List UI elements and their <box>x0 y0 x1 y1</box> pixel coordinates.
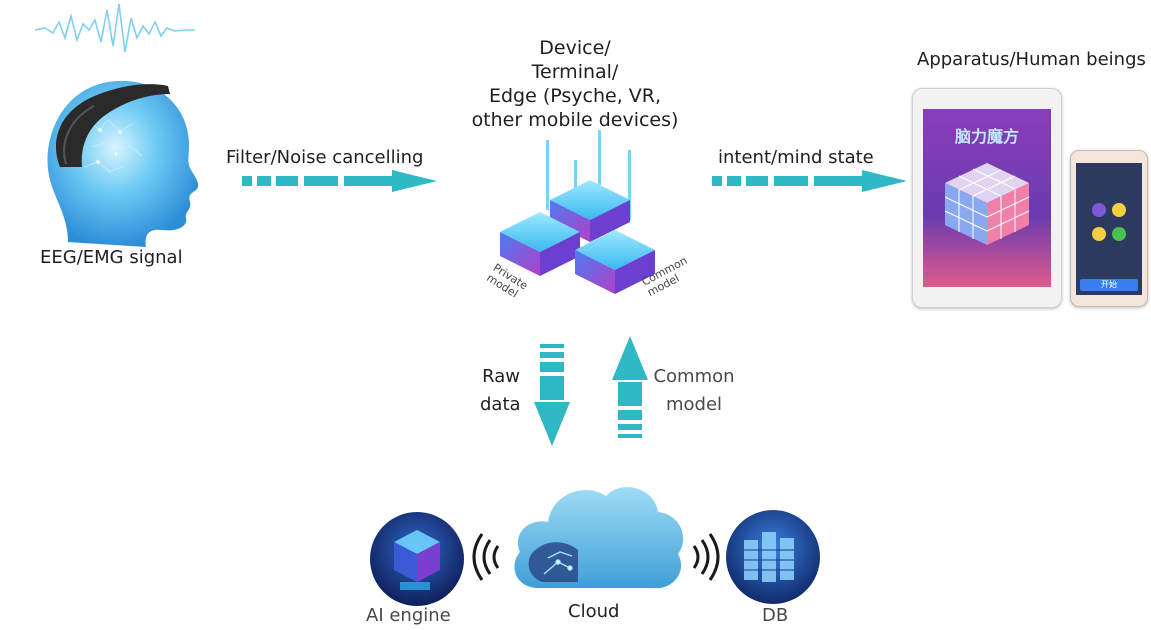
device-line: Edge (Psyche, VR, <box>488 85 662 107</box>
tablet-icon: 脑力魔方 <box>912 88 1062 308</box>
arrow-up-icon <box>612 336 648 438</box>
tablet-title: 脑力魔方 <box>954 127 1019 146</box>
raw-data-line: Raw <box>482 366 520 387</box>
common-model-label: Common model <box>652 363 736 419</box>
common-model-line: Common <box>653 366 735 387</box>
raw-data-line: data <box>480 394 521 415</box>
db-label: DB <box>762 605 789 626</box>
wireless-signal-icon <box>692 533 720 581</box>
raw-data-label: Raw data <box>480 363 521 419</box>
cloud-label: Cloud <box>568 601 620 622</box>
phone-icon: 开始 <box>1070 150 1148 307</box>
device-line: Terminal/ <box>531 61 619 83</box>
edge-computing-icon <box>500 130 655 294</box>
apparatus-label: Apparatus/Human beings <box>917 49 1146 70</box>
phone-screen: 开始 <box>1076 163 1142 295</box>
filter-label: Filter/Noise cancelling <box>226 147 424 168</box>
arrow-right-icon <box>242 170 437 192</box>
common-model-line: model <box>665 394 723 415</box>
cube-icon <box>944 163 1030 245</box>
arrow-down-icon <box>534 344 570 446</box>
intent-label: intent/mind state <box>718 147 874 168</box>
device-line: Device/ <box>539 37 611 59</box>
wireless-signal-icon <box>472 533 500 581</box>
waveform-icon <box>34 3 195 53</box>
database-icon <box>726 510 820 604</box>
tablet-screen: 脑力魔方 <box>923 109 1051 287</box>
device-line: other mobile devices) <box>471 109 679 131</box>
eeg-signal-label: EEG/EMG signal <box>40 247 183 268</box>
cloud-icon <box>514 487 684 589</box>
ai-engine-icon <box>370 512 464 606</box>
phone-start-button[interactable]: 开始 <box>1080 279 1138 291</box>
arrow-right-icon <box>712 170 907 192</box>
ai-engine-label: AI engine <box>366 605 451 626</box>
device-label: Device/ Terminal/ Edge (Psyche, VR, othe… <box>455 36 695 132</box>
phone-grid <box>1092 203 1126 247</box>
headband-icon <box>55 84 170 167</box>
